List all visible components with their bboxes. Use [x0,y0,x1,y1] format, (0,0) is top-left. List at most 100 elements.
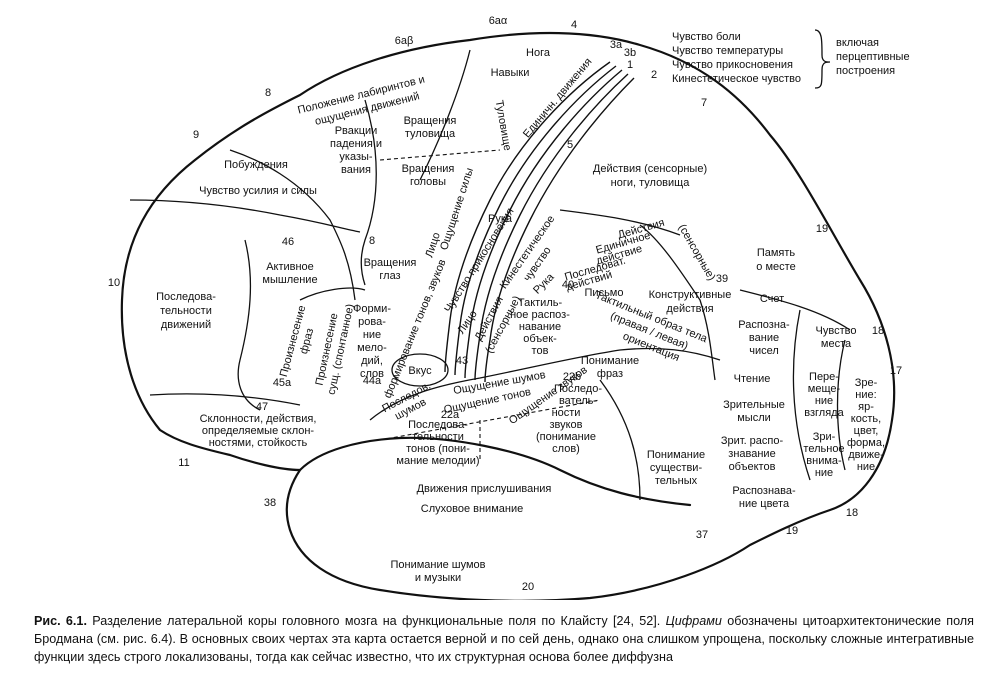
area-number: 7 [701,97,707,109]
region-zrit-raspozn: знавание [728,448,775,460]
area-number: 43 [456,355,468,367]
region-zrit-raspozn: Зрит. распо- [721,435,784,447]
legend-brace-text: перцептивные [836,51,910,63]
caption-text: Разделение латеральной коры головного мо… [86,614,666,628]
area-number: 3b [624,47,636,59]
region-zrenie: ние [857,461,875,473]
region-sklonnosti: определяемые склон- [202,425,315,437]
region-deistviya-sens: Действия (сенсорные) [593,163,707,175]
region-formir-mel: дий, [361,355,383,367]
region-raspozn-chisel: Распозна- [738,319,790,331]
area-number: 47 [256,401,268,413]
region-posledov: движений [161,319,211,331]
area-number: 8 [265,87,271,99]
region-vrasch-gol: Вращения [402,163,455,175]
region-vrasch-glaz: глаз [379,270,400,282]
region-zrenie: цвет, [854,425,879,437]
region-aktivnoe: Активное [266,261,314,273]
area-number: 45a [273,377,292,389]
brain-map-svg: 6aβ 6aα 4 3a 3b 1 2 7 5 8 8 9 10 46 45a … [108,15,910,600]
region-taktilnoe: тов [532,345,549,357]
region-posledov: Последова- [156,291,216,303]
region-zrenie: движе- [848,449,884,461]
area-number: 37 [696,529,708,541]
region-zrit-vnim: Зри- [813,431,836,443]
parietal-div-1 [559,209,681,236]
region-posled-tonov: Последова- [408,419,468,431]
area-number: 9 [193,129,199,141]
area-number: 44a [363,375,382,387]
region-chuvstvo-mesta: места [821,338,852,350]
region-reakcii: указы- [339,151,372,163]
legend-item: Чувство боли [672,31,741,43]
region-ponimanie-susch: тельных [655,475,698,487]
region-pismo: Письмо [585,287,624,299]
area-number: 46 [282,236,294,248]
region-raspozn-cveta: ние цвета [739,498,790,510]
region-posled-zvukov: Последо- [554,383,602,395]
region-schet: Счет [760,293,784,305]
occipital-div-1 [739,289,851,331]
figure-caption: Рис. 6.1. Разделение латеральной коры го… [34,612,974,666]
legend-brace-text: включая [836,37,879,49]
region-zrenie: яр- [858,401,874,413]
area-number: 38 [264,497,276,509]
region-zrenie: ние: [855,389,876,401]
region-taktilnoe: навание [519,321,561,333]
brain-outline [120,31,896,600]
area-number: 22a [441,409,460,421]
region-formir-mel: рова- [358,316,386,328]
region-formir-mel: мело- [357,342,387,354]
region-pamyat: Память [757,247,796,259]
area-number: 18 [846,507,858,519]
region-ponimanie-fraz: фраз [597,368,623,380]
region-ponimanie-susch: Понимание [647,449,705,461]
vkus-ellipse [391,353,449,387]
region-ponimanie-shumov: и музыки [415,572,461,584]
region-posled-zvukov: слов) [552,443,580,455]
region-noga: Нога [526,47,551,59]
region-vkus: Вкус [408,365,432,377]
region-reakcii: Рвакции [335,125,378,137]
frontal-div-6 [419,49,471,181]
area-number: 19 [816,223,828,235]
area-number: 19 [786,525,798,537]
region-zrenie: кость, [851,413,881,425]
sylvian-fissure [369,347,721,421]
region-posled-tonov: мание мелодии) [396,455,479,467]
area-number: 3a [610,39,623,51]
frontal-dash-1 [379,149,501,161]
region-deistviya-sens: ноги, туловища [611,177,691,189]
region-raspozn-chisel: чисел [749,345,779,357]
region-pamyat: о месте [756,261,795,273]
region-zrit-vnim: ние [815,467,833,479]
legend-item: Чувство температуры [672,45,783,57]
region-tulovishche: Туловище [493,99,514,151]
region-zrenie: форма, [847,437,885,449]
area-number: 5 [567,139,573,151]
frontal-div-4 [299,287,366,301]
area-number: 20 [522,581,534,593]
region-navyki: Навыки [491,67,530,79]
temporal-dash-1 [379,399,601,441]
region-zritelnye: мысли [737,412,771,424]
region-vrasch-glaz: Вращения [364,257,417,269]
legend-item: Кинестетическое чувство [672,73,801,85]
region-reakcii: падения и [330,138,382,150]
region-sklonnosti: Склонности, действия, [200,413,317,425]
region-ponimanie-fraz: Понимание [581,355,639,367]
parietal-div-2 [639,224,716,381]
occipital-div-3 [836,339,846,471]
region-ponimanie-susch: существи- [650,462,703,474]
region-edin-dvizh: Единичн. движения [521,56,595,140]
sklonnosti-div [149,393,301,406]
region-raspozn-chisel: вание [749,332,779,344]
region-posled-tonov: тонов (пони- [406,443,470,455]
region-zrit-vnim: внима- [806,455,842,467]
legend-item: Чувство прикосновения [672,59,793,71]
area-number: 1 [627,59,633,71]
region-posled-zvukov: ватель- [559,395,597,407]
region-peremeschenie: взгляда [804,407,844,419]
region-aktivnoe: мышление [262,274,317,286]
frontal-div-1 [229,149,356,301]
